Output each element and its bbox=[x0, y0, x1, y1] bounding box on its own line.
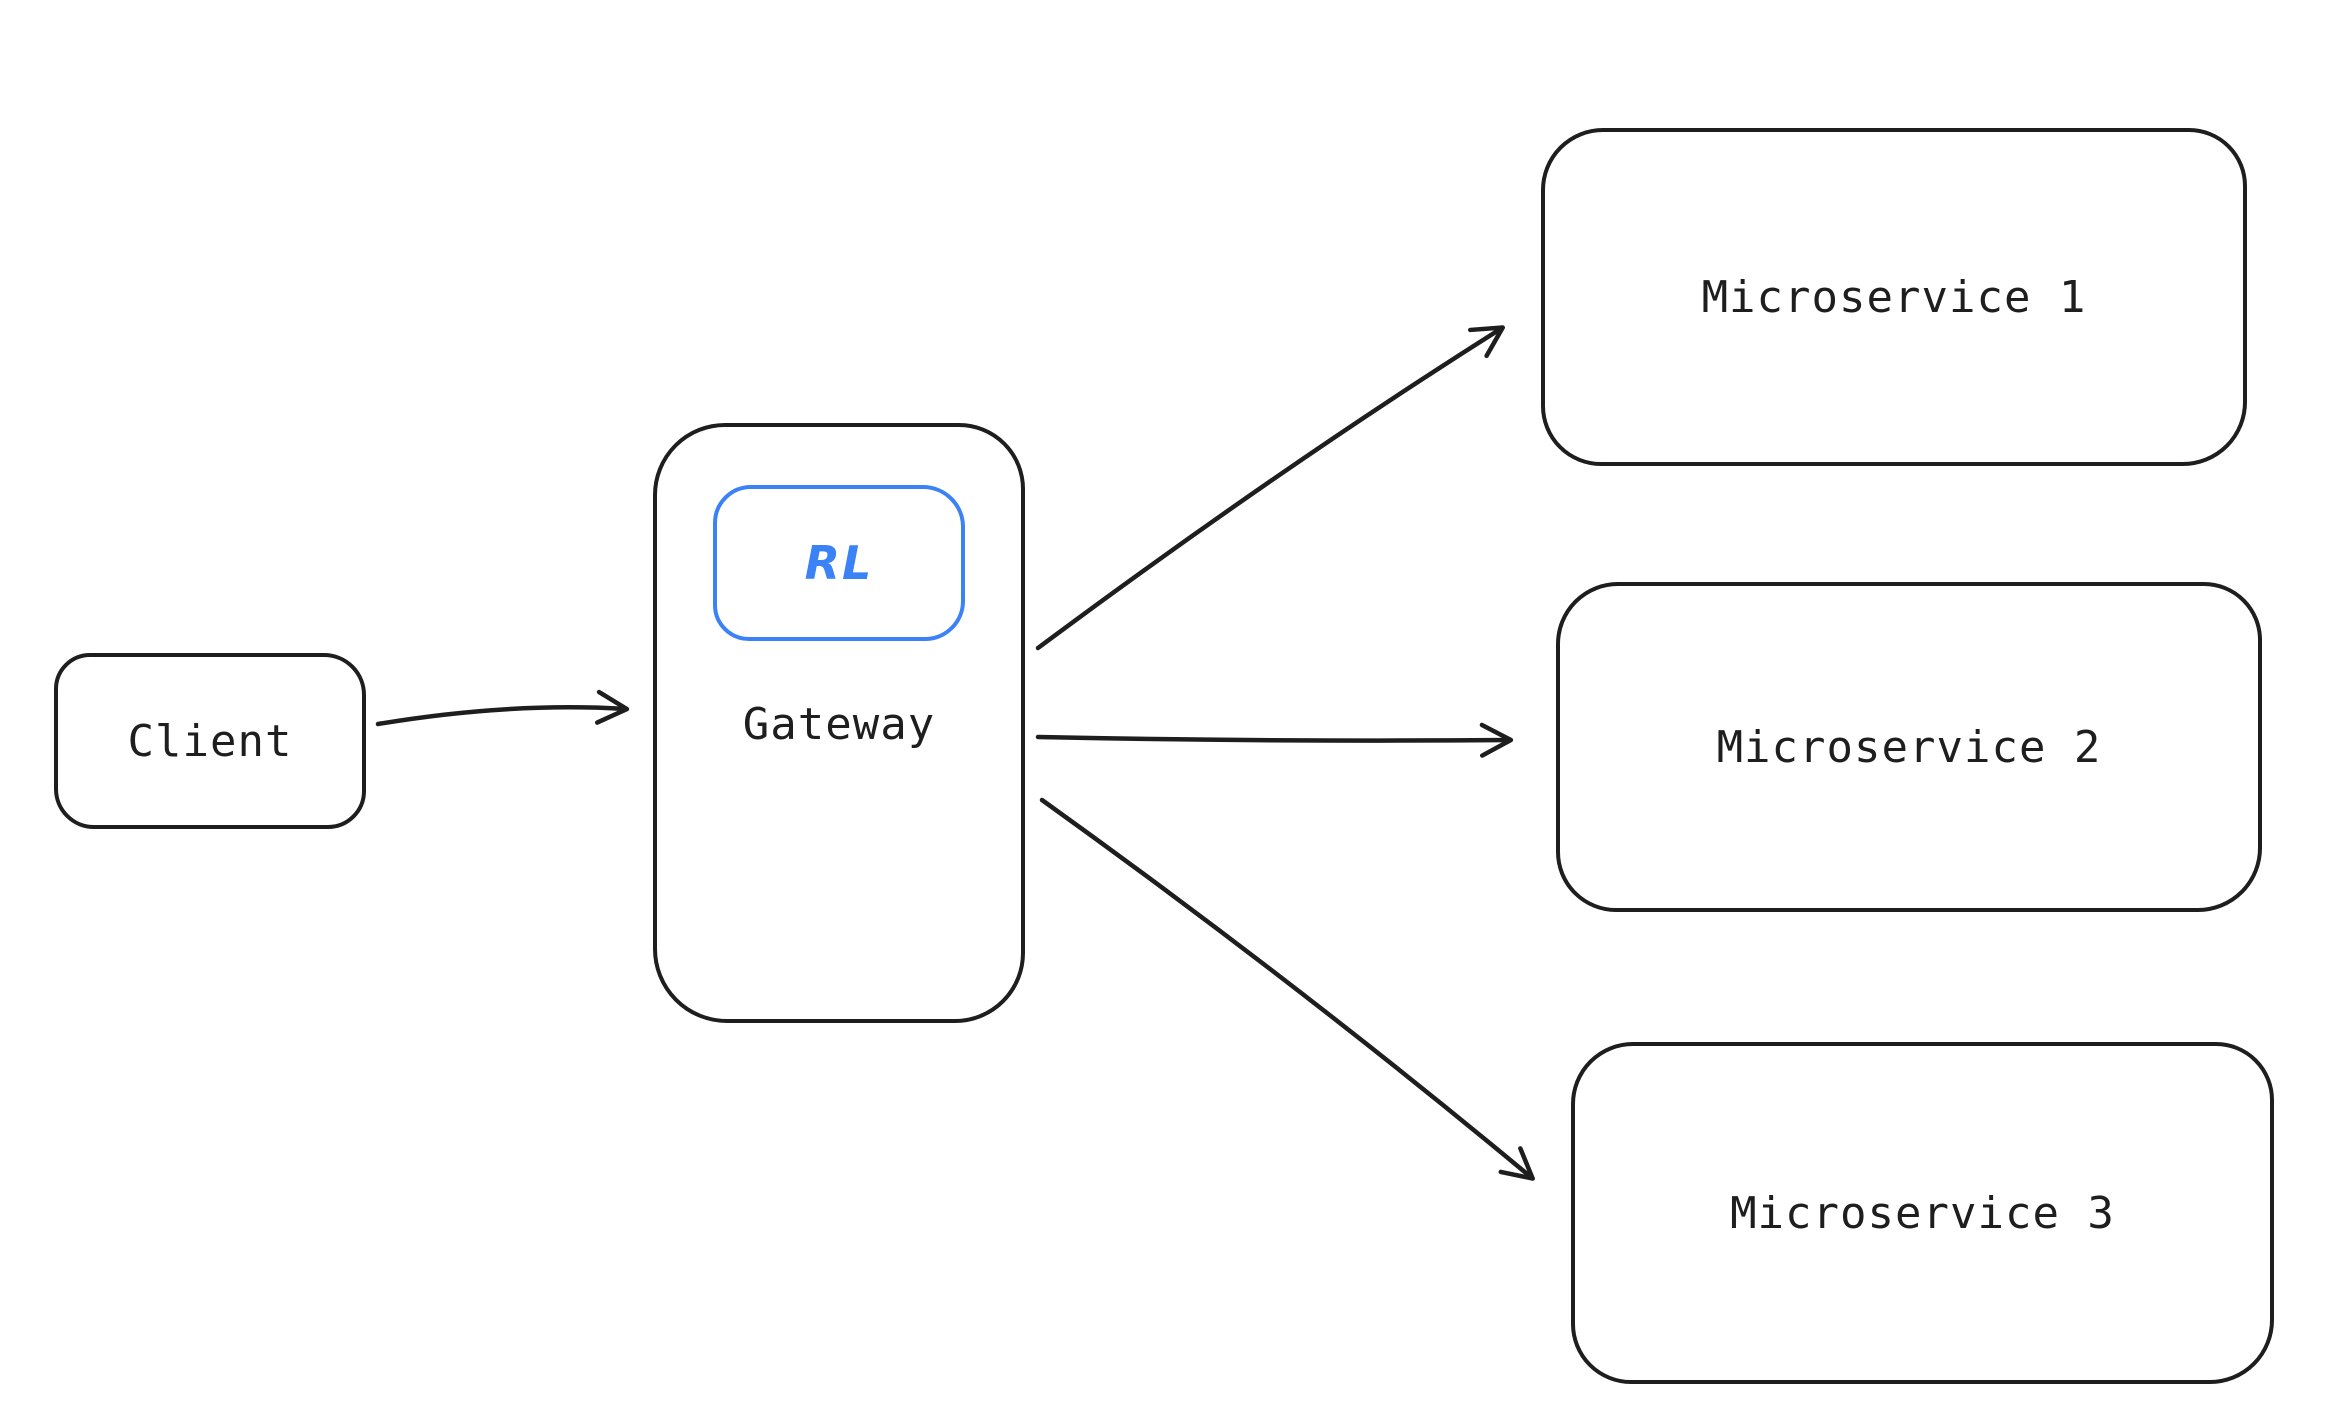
arrow-gateway-microservice3 bbox=[1039, 797, 1535, 1181]
client-label: Client bbox=[127, 715, 293, 767]
microservice3-label: Microservice 3 bbox=[1730, 1187, 2115, 1239]
microservice2-label: Microservice 2 bbox=[1716, 721, 2102, 773]
arrow-gateway-microservice1 bbox=[1035, 325, 1506, 651]
arrow-gateway-microservice2 bbox=[1035, 722, 1514, 758]
microservice1-node[interactable]: Microservice 1 bbox=[1541, 128, 2247, 466]
arrow-client-gateway bbox=[375, 689, 630, 727]
microservice3-node[interactable]: Microservice 3 bbox=[1571, 1042, 2274, 1384]
client-node[interactable]: Client bbox=[54, 653, 366, 829]
gateway-node[interactable]: RL Gateway bbox=[653, 423, 1025, 1023]
rate-limiter-badge[interactable]: RL bbox=[713, 485, 965, 641]
rate-limiter-label: RL bbox=[804, 536, 874, 590]
gateway-label: Gateway bbox=[742, 699, 936, 750]
microservice1-label: Microservice 1 bbox=[1701, 271, 2087, 323]
microservice2-node[interactable]: Microservice 2 bbox=[1556, 582, 2262, 912]
